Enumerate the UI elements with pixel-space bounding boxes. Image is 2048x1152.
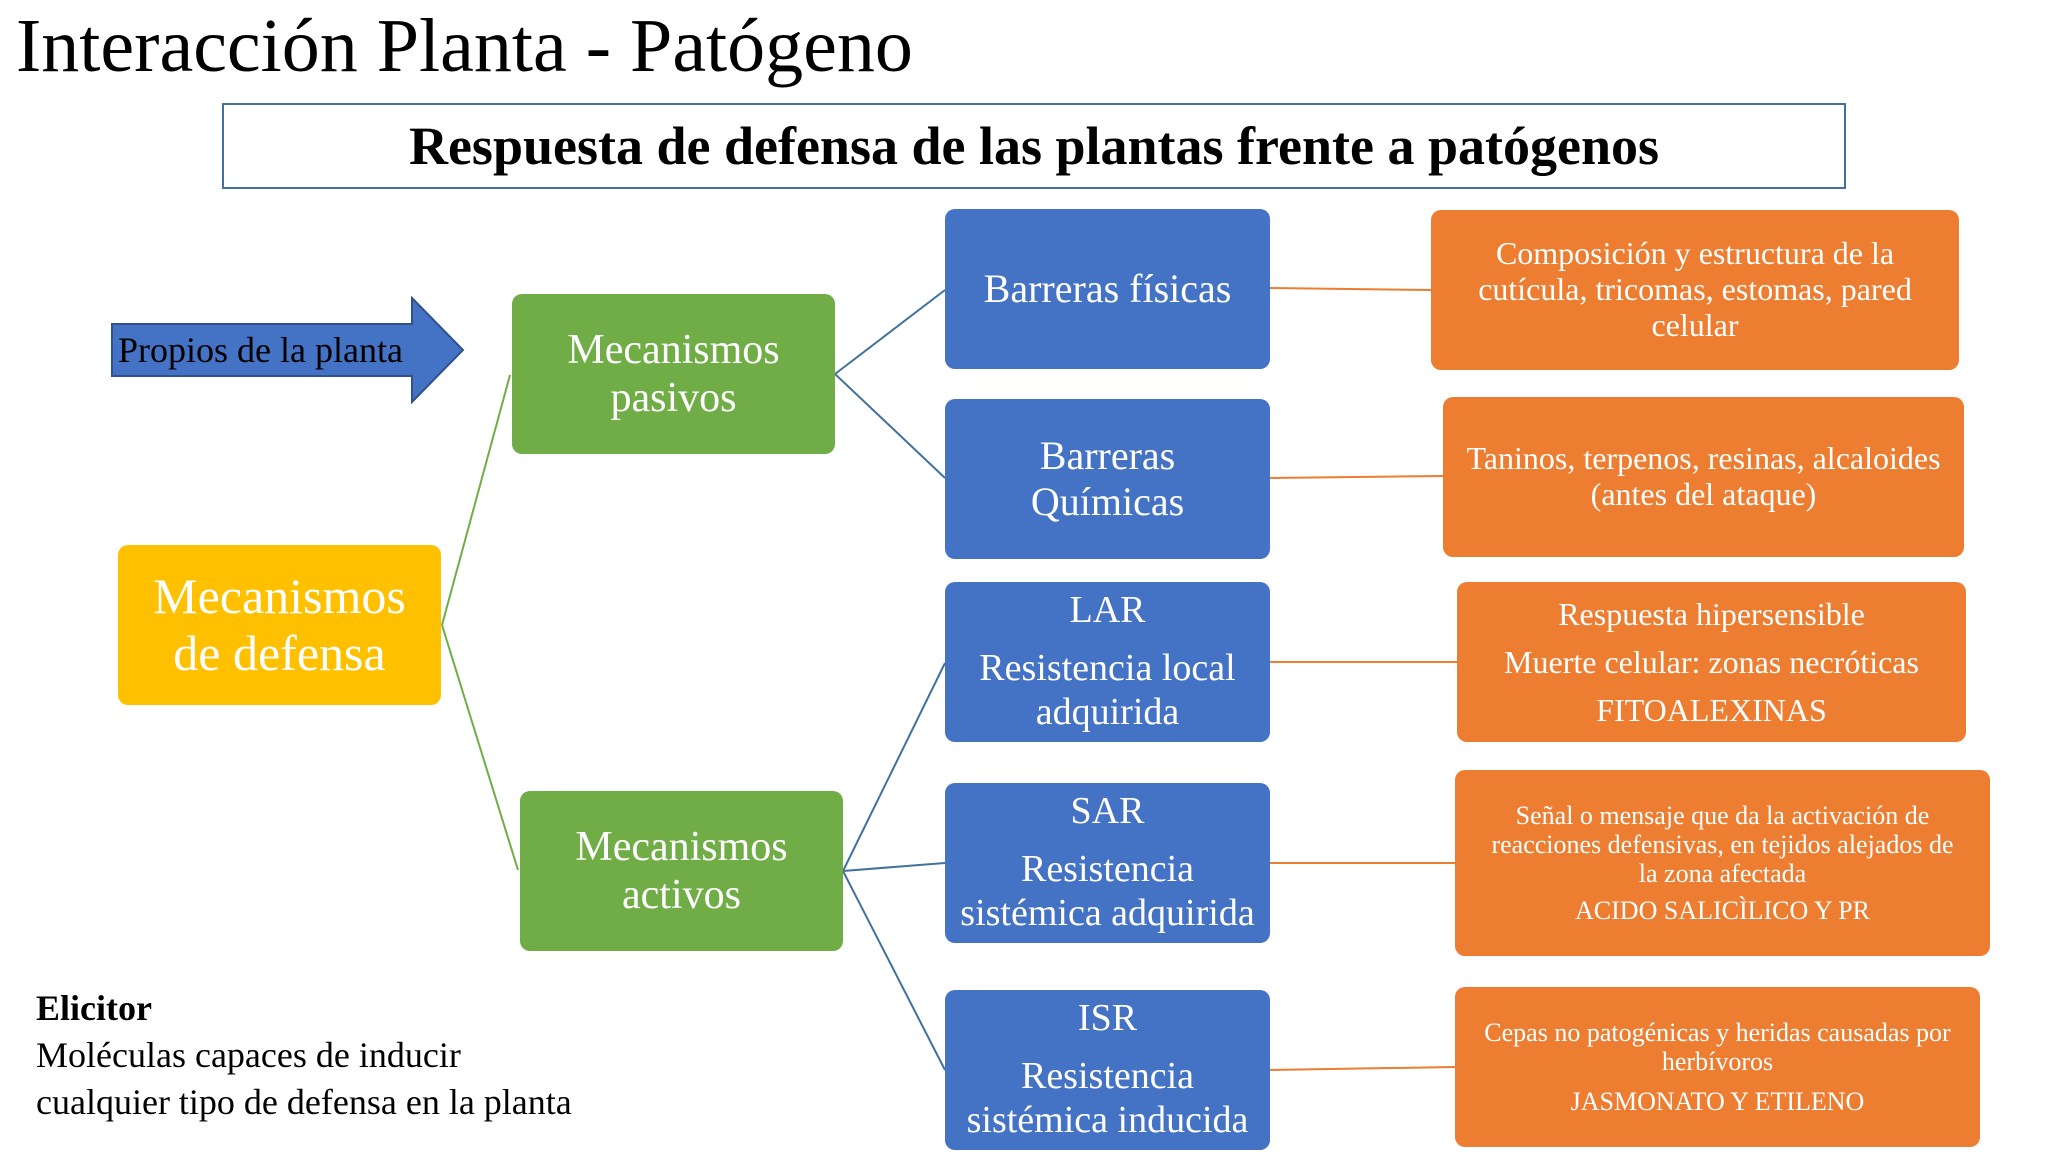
node-line: adquirida (1035, 690, 1180, 733)
elicitor-note: Elicitor Moléculas capaces de inducir cu… (36, 985, 572, 1125)
node-lar: LAR Resistencia local adquirida (945, 582, 1270, 742)
node-mecanismos-pasivos: Mecanismos pasivos (512, 294, 835, 454)
arrow-label: Propios de la planta (118, 330, 403, 370)
detail-line: cutícula, tricomas, estomas, pared (1478, 271, 1912, 308)
detail-lar: Respuesta hipersensible Muerte celular: … (1457, 582, 1966, 742)
node-line: sistémica adquirida (960, 891, 1255, 934)
detail-line: Respuesta hipersensible (1558, 596, 1865, 632)
node-line: sistémica inducida (966, 1098, 1249, 1141)
connector-root-active (441, 624, 519, 871)
detail-line: ACIDO SALICÌLICO Y PR (1575, 896, 1870, 926)
connector-root-passive (441, 374, 511, 626)
detail-line: JASMONATO Y ETILENO (1570, 1086, 1865, 1116)
node-abbr: SAR (1070, 790, 1145, 833)
detail-line: Cepas no patogénicas y heridas causadas … (1484, 1018, 1951, 1048)
arrow-shape (111, 295, 465, 405)
detail-sar: Señal o mensaje que da la activación de … (1455, 770, 1990, 956)
detail-line: FITOALEXINAS (1596, 692, 1827, 728)
detail-line: la zona afectada (1638, 859, 1807, 888)
detail-line: celular (1651, 306, 1739, 343)
page-title: Interacción Planta - Patógeno (16, 4, 913, 88)
detail-line: Composición y estructura de la (1495, 235, 1895, 272)
detail-line: Muerte celular: zonas necróticas (1504, 644, 1919, 680)
detail-line: (antes del ataque) (1590, 476, 1817, 512)
node-line: activos (622, 872, 741, 918)
propios-arrow: Propios de la planta (110, 295, 465, 405)
detail-line: reacciones defensivas, en tejidos alejad… (1491, 829, 1954, 859)
connector-passive-quimicas (834, 373, 946, 479)
node-line: Barreras (1039, 433, 1176, 478)
detail-line: Taninos, terpenos, resinas, alcaloides (1466, 440, 1941, 477)
detail-line: herbívoros (1661, 1047, 1774, 1077)
node-mecanismos-defensa: Mecanismos de defensa (118, 545, 441, 705)
connector-active-sar (842, 862, 946, 872)
node-line: Resistencia (1020, 1055, 1195, 1098)
node-line: Resistencia (1020, 848, 1195, 891)
node-mecanismos-activos: Mecanismos activos (520, 791, 843, 951)
connector-passive-fisicas (834, 289, 946, 375)
node-sar: SAR Resistencia sistémica adquirida (945, 783, 1270, 943)
subtitle-box: Respuesta de defensa de las plantas fren… (222, 103, 1846, 189)
connector-quimicas-detail (1269, 475, 1444, 479)
node-line: pasivos (610, 375, 737, 421)
elicitor-heading: Elicitor (36, 988, 152, 1028)
connector-active-isr (842, 870, 946, 1071)
node-abbr: LAR (1069, 589, 1146, 632)
elicitor-line: cualquier tipo de defensa en la planta (36, 1081, 572, 1122)
connector-isr-detail (1269, 1066, 1456, 1071)
node-barreras-fisicas: Barreras físicas (945, 209, 1270, 369)
detail-barreras-fisicas: Composición y estructura de la cutícula,… (1431, 210, 1959, 370)
node-abbr: ISR (1077, 997, 1138, 1040)
node-isr: ISR Resistencia sistémica inducida (945, 990, 1270, 1150)
detail-barreras-quimicas: Taninos, terpenos, resinas, alcaloides (… (1443, 397, 1964, 557)
detail-line: Señal o mensaje que da la activación de (1515, 800, 1930, 830)
elicitor-line: Moléculas capaces de inducir (36, 1034, 461, 1075)
node-line: de defensa (173, 625, 386, 681)
node-line: Químicas (1030, 479, 1185, 524)
connector-active-lar (842, 662, 946, 872)
detail-isr: Cepas no patogénicas y heridas causadas … (1455, 987, 1980, 1147)
subtitle-text: Respuesta de defensa de las plantas fren… (408, 116, 1660, 176)
node-line: Resistencia local (979, 647, 1236, 690)
node-line: Barreras físicas (983, 266, 1232, 311)
node-line: Mecanismos (567, 326, 780, 373)
connector-fisicas-detail (1269, 287, 1432, 291)
node-line: Mecanismos (575, 823, 788, 870)
node-line: Mecanismos (153, 567, 406, 624)
node-barreras-quimicas: Barreras Químicas (945, 399, 1270, 559)
